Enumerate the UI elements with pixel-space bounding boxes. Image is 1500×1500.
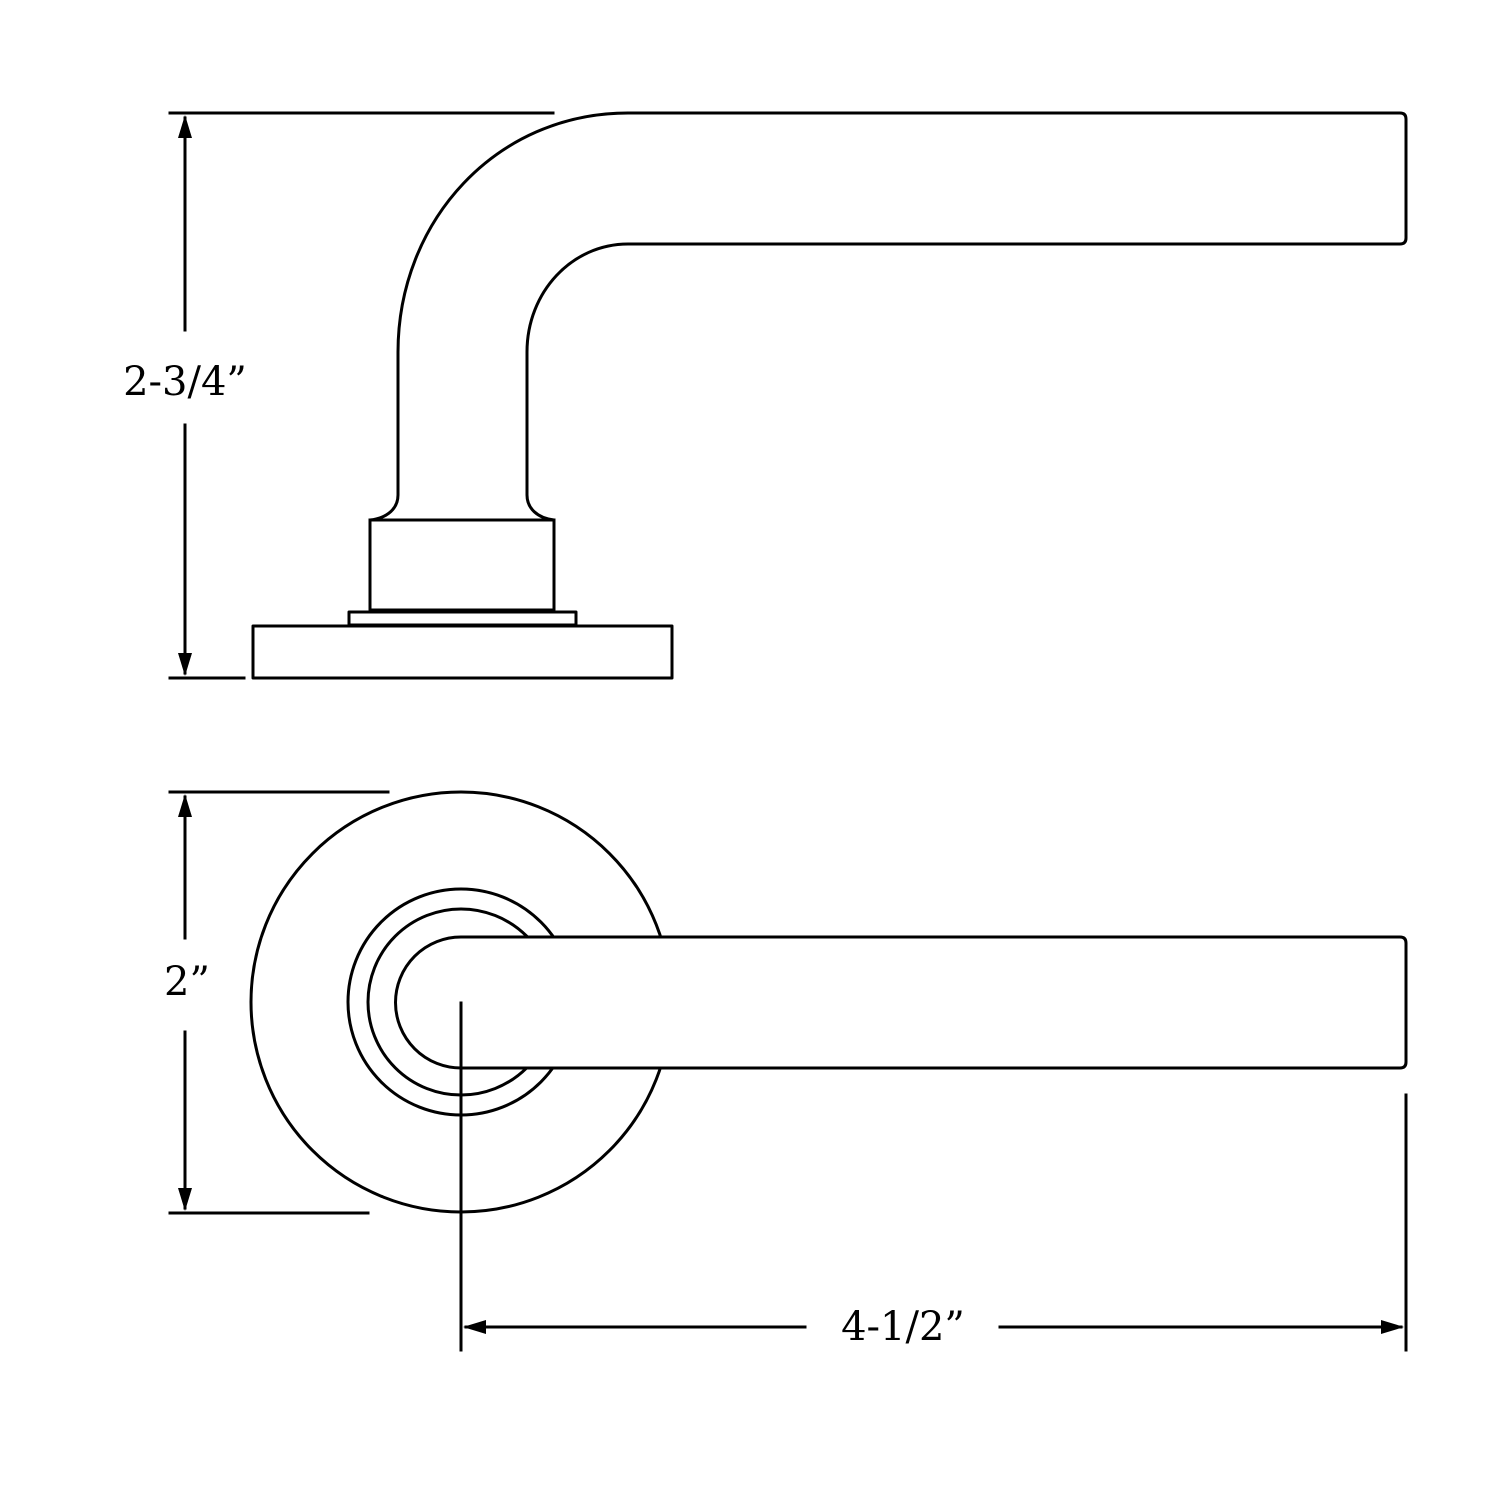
rose-base-plate — [251, 624, 674, 680]
lever-handle-side-profile — [368, 111, 1408, 612]
diameter-arrow-top — [178, 794, 192, 817]
height-arrow-bottom — [178, 653, 192, 676]
length-arrow-right — [1381, 1320, 1404, 1334]
rose-step — [347, 610, 578, 627]
height-dimension-label: 2-3/4” — [123, 359, 247, 405]
height-arrow-top — [178, 115, 192, 138]
side-view: 2-3/4” — [123, 111, 1408, 680]
length-arrow-left — [463, 1320, 486, 1334]
front-view: 2” 4-1/2” — [164, 790, 1408, 1352]
diameter-dimension-label: 2” — [164, 959, 210, 1005]
length-dimension-label: 4-1/2” — [841, 1304, 965, 1350]
lever-handle-front — [394, 935, 1408, 1070]
diameter-arrow-bottom — [178, 1188, 192, 1211]
